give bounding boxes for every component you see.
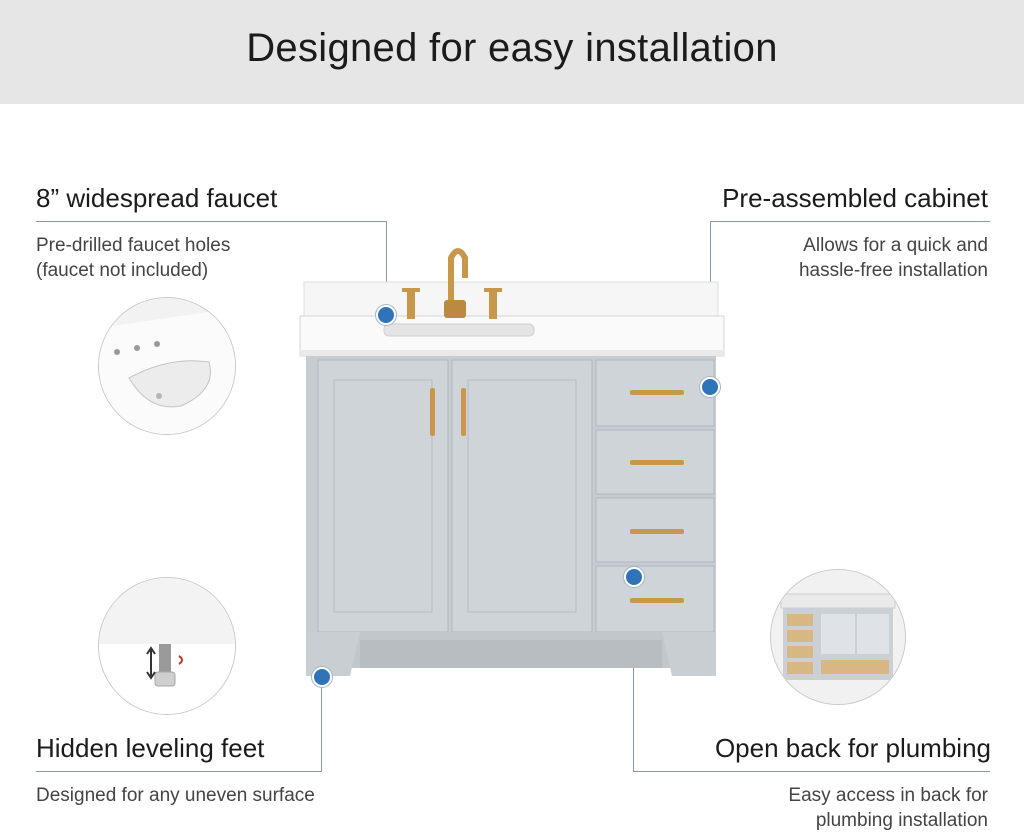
cabinet-desc-line-2: hassle-free installation xyxy=(798,260,988,281)
open-back-detail-image xyxy=(770,569,906,705)
feet-callout-line xyxy=(36,771,322,772)
feet-callout-line-vertical xyxy=(321,685,322,772)
faucet-feature-title: 8” widespread faucet xyxy=(36,183,278,213)
cabinet-callout-line xyxy=(710,221,990,222)
feet-feature-title: Hidden leveling feet xyxy=(36,733,265,763)
cabinet-desc-line-1: Allows for a quick and xyxy=(803,235,988,256)
faucet-desc-line-2: (faucet not included) xyxy=(36,260,209,281)
plumbing-callout-line-vertical xyxy=(633,585,634,772)
plumbing-desc-line-2: plumbing installation xyxy=(815,810,988,831)
faucet-callout-dot xyxy=(376,305,396,325)
cabinet-feature-desc: Allows for a quick and hassle-free insta… xyxy=(799,233,988,283)
plumbing-desc-line-1: Easy access in back for xyxy=(788,785,988,806)
feet-feature-desc: Designed for any uneven surface xyxy=(36,785,315,806)
plumbing-callout-dot xyxy=(624,567,644,587)
vanity-illustration xyxy=(299,248,725,676)
page-title: Designed for easy installation xyxy=(246,26,778,70)
sink-detail-image xyxy=(98,297,236,435)
plumbing-feature-desc: Easy access in back for plumbing install… xyxy=(788,783,988,833)
feet-callout-dot xyxy=(312,667,332,687)
faucet-callout-line-vertical xyxy=(386,221,387,314)
header-banner: Designed for easy installation xyxy=(0,0,1024,104)
cabinet-feature-title: Pre-assembled cabinet xyxy=(722,183,988,213)
faucet-desc-line-1: Pre-drilled faucet holes xyxy=(36,235,231,256)
faucet-callout-line xyxy=(36,221,386,222)
leveling-foot-detail-image xyxy=(98,577,236,715)
plumbing-feature-title: Open back for plumbing xyxy=(714,733,991,763)
cabinet-callout-dot xyxy=(700,377,720,397)
plumbing-callout-line xyxy=(633,771,990,772)
faucet-feature-desc: Pre-drilled faucet holes (faucet not inc… xyxy=(36,233,230,283)
